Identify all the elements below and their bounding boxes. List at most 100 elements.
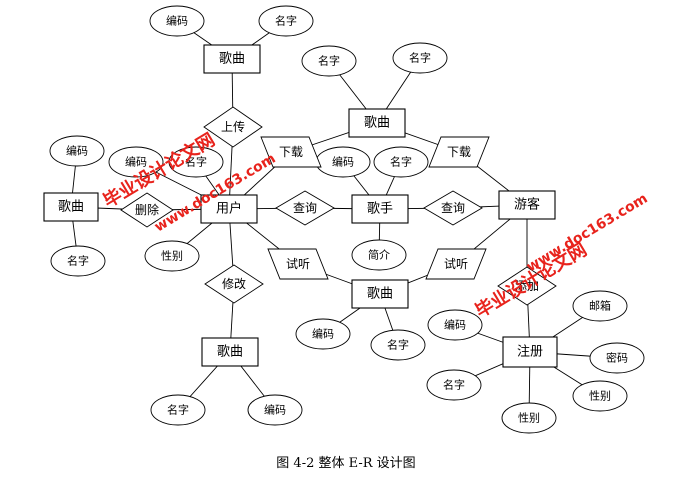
- attribute-a18: 邮箱: [572, 290, 628, 322]
- attribute-label: 编码: [332, 155, 354, 169]
- attribute-ellipse: [501, 402, 557, 434]
- attribute-ellipse: [149, 5, 205, 37]
- relationship-shape: [203, 106, 263, 148]
- entity-box: [203, 44, 261, 74]
- attribute-label: 名字: [185, 155, 207, 169]
- attribute-a4: 名字: [392, 42, 448, 74]
- relationship-label: 查询: [441, 201, 465, 215]
- attribute-a11: 性别: [144, 240, 200, 272]
- relationship-label: 添加: [515, 279, 539, 293]
- attribute-ellipse: [427, 309, 483, 341]
- entity-box: [351, 279, 409, 309]
- attribute-a20: 名字: [426, 369, 482, 401]
- attribute-ellipse: [49, 135, 105, 167]
- attribute-ellipse: [426, 369, 482, 401]
- entity-label: 注册: [517, 345, 543, 360]
- relationship-r_modify: 修改: [204, 264, 264, 304]
- relationship-shape: [423, 190, 483, 226]
- relationship-shape: [425, 248, 487, 280]
- entity-box: [348, 108, 406, 138]
- relationship-shape: [497, 266, 557, 306]
- attribute-a17: 编码: [247, 394, 303, 426]
- relationship-label: 删除: [135, 202, 159, 217]
- entity-e_register: 注册: [502, 336, 558, 368]
- attribute-a7: 名字: [168, 146, 224, 178]
- attribute-ellipse: [572, 290, 628, 322]
- attribute-a8: 编码: [315, 146, 371, 178]
- relationship-label: 上传: [221, 119, 245, 134]
- relationship-r_dl_right: 下载: [428, 136, 490, 168]
- relationship-shape: [260, 136, 322, 168]
- entity-label: 歌曲: [364, 116, 390, 131]
- attribute-a12: 简介: [351, 239, 407, 271]
- attribute-ellipse: [150, 394, 206, 426]
- relationship-r_dl_left: 下载: [260, 136, 322, 168]
- attribute-label: 名字: [275, 14, 297, 28]
- attribute-label: 名字: [443, 378, 465, 392]
- entity-e_singer: 歌手: [351, 194, 409, 224]
- attribute-a10: 名字: [50, 245, 106, 277]
- attribute-label: 名字: [167, 403, 189, 417]
- entity-box: [351, 194, 409, 224]
- relationship-shape: [120, 192, 174, 228]
- entity-box: [498, 190, 556, 220]
- entity-e_visitor: 游客: [498, 190, 556, 220]
- attribute-ellipse: [108, 146, 164, 178]
- entity-box: [200, 194, 258, 224]
- attribute-a6: 编码: [108, 146, 164, 178]
- attribute-label: 编码: [264, 403, 286, 417]
- entity-box: [502, 336, 558, 368]
- relationship-label: 试听: [444, 256, 468, 271]
- attribute-ellipse: [351, 239, 407, 271]
- attribute-label: 名字: [318, 54, 340, 68]
- attribute-a14: 名字: [370, 329, 426, 361]
- relationship-r_listen_left: 试听: [267, 248, 329, 280]
- attribute-ellipse: [572, 380, 628, 412]
- figure-caption: 图 4-2 整体 E-R 设计图: [276, 456, 416, 471]
- entity-box: [201, 337, 259, 367]
- entity-label: 游客: [514, 197, 540, 213]
- entity-label: 歌曲: [58, 200, 84, 215]
- attribute-label: 性别: [518, 411, 540, 425]
- attribute-a9: 名字: [373, 146, 429, 178]
- watermark-text: 毕业设计论文网: [471, 239, 590, 323]
- attribute-label: 名字: [387, 338, 409, 352]
- attribute-label: 性别: [589, 389, 611, 403]
- attribute-label: 编码: [125, 155, 147, 169]
- attribute-a21: 性别: [572, 380, 628, 412]
- attribute-a19: 密码: [589, 342, 645, 374]
- attribute-a13: 编码: [295, 318, 351, 350]
- attribute-ellipse: [301, 45, 357, 77]
- relationship-label: 查询: [293, 201, 317, 215]
- attribute-a5: 编码: [49, 135, 105, 167]
- relationship-shape: [275, 190, 335, 226]
- attribute-a3: 名字: [301, 45, 357, 77]
- relationship-shape: [428, 136, 490, 168]
- attribute-ellipse: [144, 240, 200, 272]
- entity-e_song_left: 歌曲: [43, 192, 99, 222]
- attribute-ellipse: [589, 342, 645, 374]
- relationship-shape: [204, 264, 264, 304]
- attribute-label: 邮箱: [589, 299, 611, 313]
- entity-e_user: 用户: [200, 194, 258, 224]
- entity-label: 歌曲: [367, 287, 393, 302]
- attribute-label: 简介: [368, 248, 390, 262]
- attribute-a1: 编码: [149, 5, 205, 37]
- attribute-a16: 名字: [150, 394, 206, 426]
- attribute-a2: 名字: [258, 5, 314, 37]
- entity-label: 歌曲: [217, 345, 243, 360]
- attribute-ellipse: [258, 5, 314, 37]
- attribute-ellipse: [373, 146, 429, 178]
- attribute-label: 名字: [390, 155, 412, 169]
- attribute-label: 编码: [444, 318, 466, 332]
- relationship-r_add: 添加: [497, 266, 557, 306]
- relationship-shape: [267, 248, 329, 280]
- entity-e_song_bot: 歌曲: [201, 337, 259, 367]
- relationship-r_query_right: 查询: [423, 190, 483, 226]
- attribute-ellipse: [370, 329, 426, 361]
- attribute-a22: 性别: [501, 402, 557, 434]
- attribute-ellipse: [392, 42, 448, 74]
- entity-e_song_top: 歌曲: [203, 44, 261, 74]
- relationship-label: 试听: [286, 256, 310, 271]
